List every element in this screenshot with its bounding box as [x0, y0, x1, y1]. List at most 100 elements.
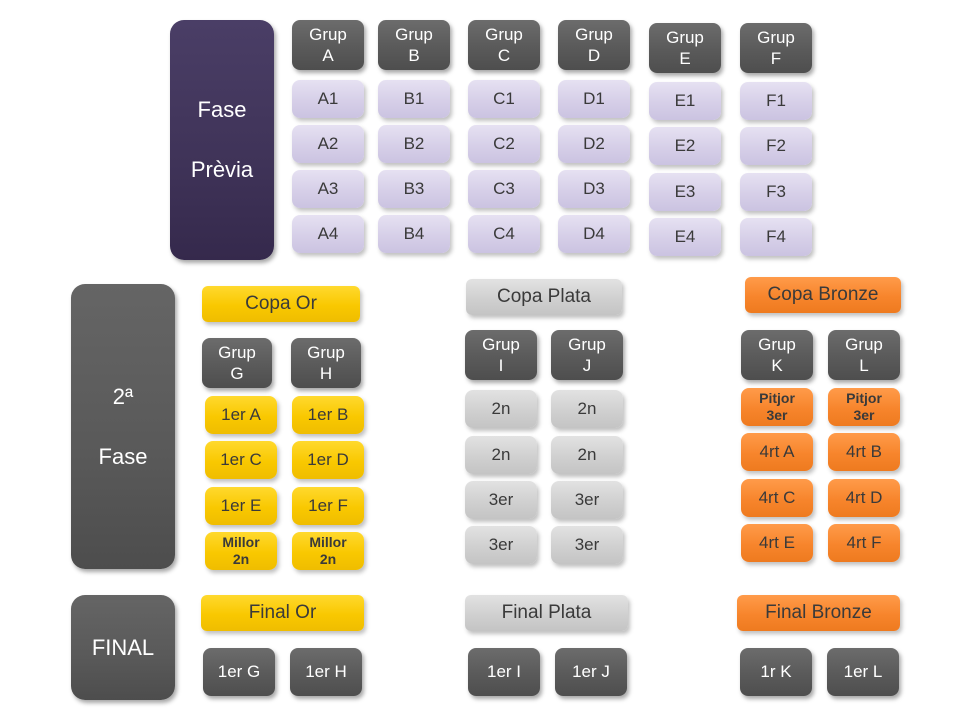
- entry-h-1: 1er B: [292, 396, 364, 434]
- group-header-word: Grup: [758, 335, 796, 354]
- group-i-header: Grup I: [465, 330, 537, 380]
- team-a1: A1: [292, 80, 364, 118]
- team-f2: F2: [740, 127, 812, 165]
- entry-i-3: 3er: [465, 481, 537, 519]
- team-d2: D2: [558, 125, 630, 163]
- group-header-letter: B: [408, 46, 420, 65]
- final-plata-team-2: 1er J: [555, 648, 627, 696]
- final-plata-team-1: 1er I: [468, 648, 540, 696]
- group-header-word: Grup: [218, 343, 256, 362]
- entry-l-1: Pitjor 3er: [828, 388, 900, 426]
- team-c1: C1: [468, 80, 540, 118]
- team-e1: E1: [649, 82, 721, 120]
- group-header-word: Grup: [666, 28, 704, 47]
- team-a2: A2: [292, 125, 364, 163]
- group-header-word: Grup: [575, 25, 613, 44]
- entry-line1: Millor: [222, 534, 260, 550]
- group-header-letter: I: [498, 356, 504, 375]
- group-k-header: Grup K: [741, 330, 813, 380]
- group-header-letter: G: [230, 364, 244, 383]
- phase-previa-line2: Prèvia: [190, 157, 254, 182]
- entry-i-4: 3er: [465, 526, 537, 564]
- entry-i-1: 2n: [465, 390, 537, 428]
- final-plata-title: Final Plata: [465, 595, 628, 631]
- final-or-team-2: 1er H: [290, 648, 362, 696]
- team-f4: F4: [740, 218, 812, 256]
- team-e3: E3: [649, 173, 721, 211]
- entry-g-4: Millor 2n: [205, 532, 277, 570]
- entry-j-3: 3er: [551, 481, 623, 519]
- final-bronze-team-2: 1er L: [827, 648, 899, 696]
- entry-g-1: 1er A: [205, 396, 277, 434]
- phase-2-line1: 2ª: [112, 383, 134, 409]
- group-header-letter: H: [319, 364, 333, 383]
- entry-k-4: 4rt E: [741, 524, 813, 562]
- entry-h-2: 1er D: [292, 441, 364, 479]
- phase-2-line2: Fase: [98, 443, 148, 469]
- group-header-word: Grup: [568, 335, 606, 354]
- entry-line1: Millor: [309, 534, 347, 550]
- phase-previa-line1: Fase: [197, 97, 247, 122]
- group-header-letter: L: [859, 356, 869, 375]
- group-g-header: Grup G: [202, 338, 272, 388]
- final-bronze-team-1: 1r K: [740, 648, 812, 696]
- group-header-word: Grup: [757, 28, 795, 47]
- team-c3: C3: [468, 170, 540, 208]
- team-d3: D3: [558, 170, 630, 208]
- team-e2: E2: [649, 127, 721, 165]
- team-f1: F1: [740, 82, 812, 120]
- team-d4: D4: [558, 215, 630, 253]
- final-or-team-1: 1er G: [203, 648, 275, 696]
- phase-previa-label: Fase Prèvia: [170, 20, 274, 260]
- team-b3: B3: [378, 170, 450, 208]
- entry-line2: 3er: [853, 407, 875, 423]
- group-l-header: Grup L: [828, 330, 900, 380]
- final-or-title: Final Or: [201, 595, 364, 631]
- team-f3: F3: [740, 173, 812, 211]
- group-header-letter: J: [582, 356, 592, 375]
- group-header-letter: K: [771, 356, 783, 375]
- final-label: FINAL: [71, 595, 175, 700]
- group-e-header: Grup E: [649, 23, 721, 73]
- team-c2: C2: [468, 125, 540, 163]
- entry-k-2: 4rt A: [741, 433, 813, 471]
- group-f-header: Grup F: [740, 23, 812, 73]
- entry-j-2: 2n: [551, 436, 623, 474]
- group-a-header: Grup A: [292, 20, 364, 70]
- group-header-word: Grup: [307, 343, 345, 362]
- group-header-letter: E: [679, 49, 691, 68]
- group-header-word: Grup: [485, 25, 523, 44]
- team-b4: B4: [378, 215, 450, 253]
- group-header-word: Grup: [482, 335, 520, 354]
- phase-2-label: 2ª Fase: [71, 284, 175, 569]
- group-header-word: Grup: [845, 335, 883, 354]
- entry-line2: 3er: [766, 407, 788, 423]
- entry-line1: Pitjor: [846, 390, 882, 406]
- entry-j-1: 2n: [551, 390, 623, 428]
- team-c4: C4: [468, 215, 540, 253]
- entry-j-4: 3er: [551, 526, 623, 564]
- entry-line2: 2n: [232, 551, 250, 567]
- group-header-word: Grup: [395, 25, 433, 44]
- group-b-header: Grup B: [378, 20, 450, 70]
- entry-g-2: 1er C: [205, 441, 277, 479]
- copa-or-title: Copa Or: [202, 286, 360, 322]
- group-header-letter: A: [322, 46, 334, 65]
- team-a4: A4: [292, 215, 364, 253]
- group-j-header: Grup J: [551, 330, 623, 380]
- entry-line2: 2n: [319, 551, 337, 567]
- entry-l-2: 4rt B: [828, 433, 900, 471]
- entry-h-3: 1er F: [292, 487, 364, 525]
- group-d-header: Grup D: [558, 20, 630, 70]
- entry-k-1: Pitjor 3er: [741, 388, 813, 426]
- copa-plata-title: Copa Plata: [466, 279, 622, 315]
- entry-g-3: 1er E: [205, 487, 277, 525]
- group-header-letter: F: [770, 49, 782, 68]
- team-a3: A3: [292, 170, 364, 208]
- entry-i-2: 2n: [465, 436, 537, 474]
- entry-l-3: 4rt D: [828, 479, 900, 517]
- entry-h-4: Millor 2n: [292, 532, 364, 570]
- team-b1: B1: [378, 80, 450, 118]
- group-header-letter: D: [587, 46, 601, 65]
- copa-bronze-title: Copa Bronze: [745, 277, 901, 313]
